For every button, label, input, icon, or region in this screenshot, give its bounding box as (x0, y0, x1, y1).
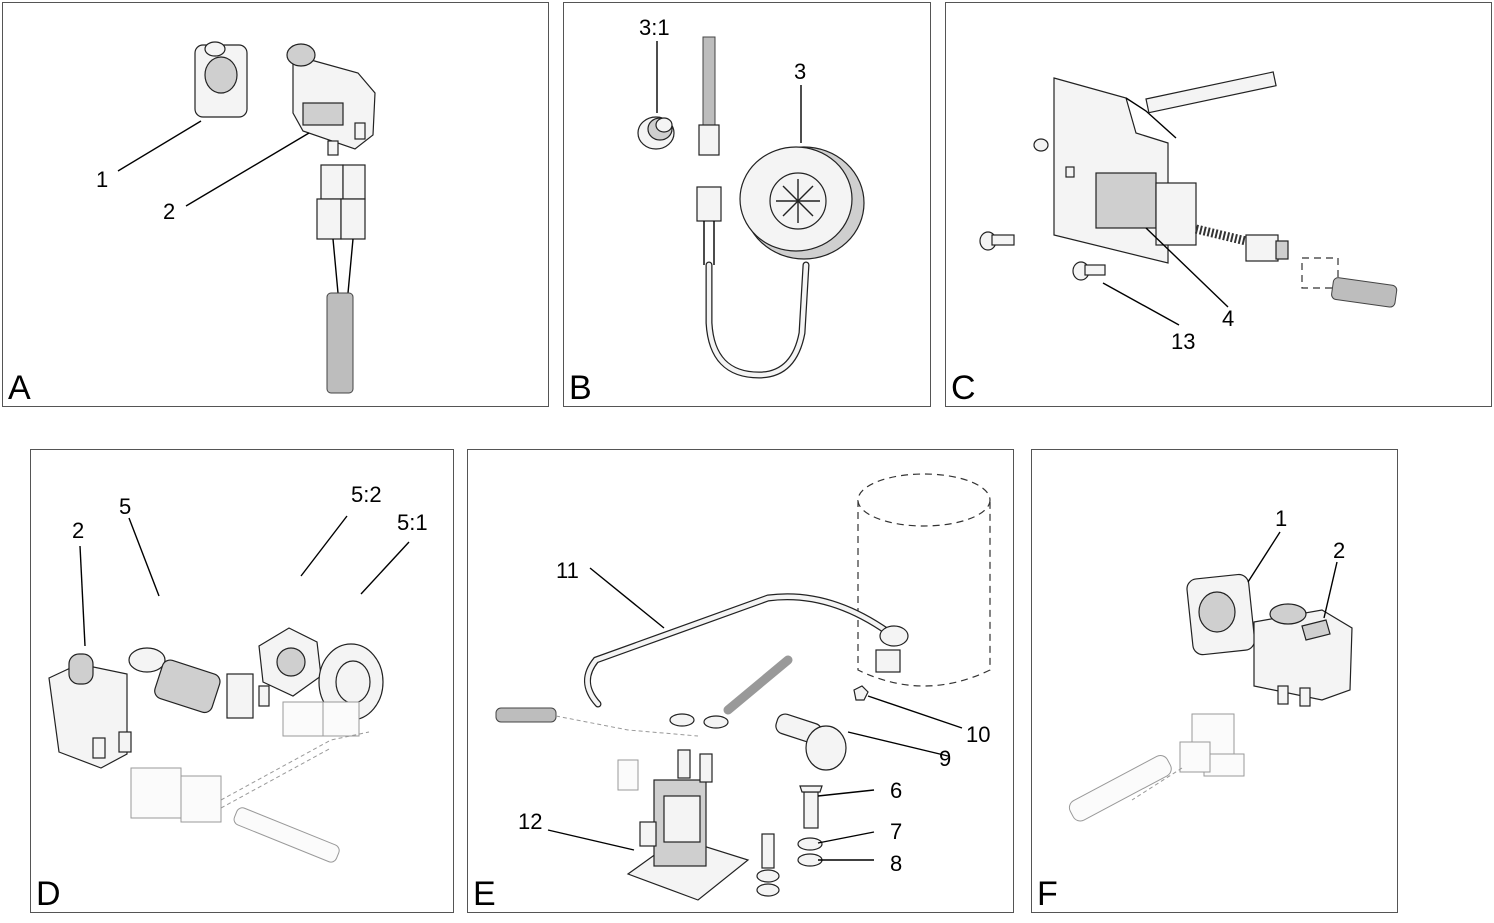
callout-3-1: 3:1 (639, 15, 670, 40)
tank-cylinder-part (857, 473, 991, 687)
spring-cap-part (637, 116, 675, 150)
rubber-boot-part (775, 685, 869, 771)
hex-nut-part (258, 627, 322, 697)
switch-body-part (1253, 603, 1353, 707)
push-switch-part (48, 653, 132, 769)
solenoid-relay-part (626, 749, 750, 901)
sensor-lead (696, 36, 722, 265)
callout-11: 11 (556, 558, 579, 583)
panel-letter: B (569, 369, 592, 407)
panel-letter: D (36, 875, 61, 913)
callout-10: 10 (966, 722, 990, 747)
hardware-stack (756, 785, 823, 897)
callout-2: 2 (72, 518, 84, 543)
panel-d: 2 5 5:2 5:1 D (30, 449, 454, 913)
panel-e-illustration: 11 10 9 6 7 8 12 (495, 473, 991, 901)
callout-1: 1 (96, 167, 108, 192)
panel-c-illustration: 4 13 (979, 71, 1398, 354)
callout-2: 2 (163, 199, 175, 224)
bezel-ring-part (1186, 573, 1256, 656)
callout-3: 3 (794, 59, 806, 84)
screws (979, 231, 1106, 281)
callout-13: 13 (1171, 329, 1195, 354)
ghost-connector-cable (1068, 713, 1245, 822)
panel-b: 3:1 3 B (563, 2, 931, 407)
actuator-part (1095, 172, 1398, 308)
panel-f: 1 2 F (1031, 449, 1398, 913)
callout-4: 4 (1222, 306, 1234, 331)
connector-cable (316, 164, 366, 394)
callout-6: 6 (890, 778, 902, 803)
callout-5-1: 5:1 (397, 510, 428, 535)
switch-body-part (286, 43, 376, 156)
panel-a: 1 2 A (2, 2, 549, 407)
callout-9: 9 (939, 746, 951, 771)
panel-letter: C (951, 369, 976, 407)
panel-f-illustration: 1 2 (1068, 506, 1353, 822)
callout-1: 1 (1275, 506, 1287, 531)
callout-5-2: 5:2 (351, 482, 382, 507)
panel-c: 4 13 C (945, 2, 1492, 407)
panel-letter: A (8, 369, 31, 407)
panel-d-illustration: 2 5 5:2 5:1 (48, 482, 428, 863)
bezel-ring-part (194, 41, 248, 118)
callout-7: 7 (890, 819, 902, 844)
lock-washer-part (318, 643, 384, 721)
buzzer-part (739, 146, 865, 260)
panel-e: 11 10 9 6 7 8 12 E (467, 449, 1014, 913)
panel-letter: E (473, 875, 496, 913)
cable-11 (584, 593, 909, 729)
ghost-connector-cable (130, 701, 370, 863)
panel-letter: F (1037, 875, 1058, 913)
callout-12: 12 (518, 809, 542, 834)
callout-5: 5 (119, 494, 131, 519)
mounting-bracket-part (1033, 71, 1277, 264)
key-switch-part (128, 647, 270, 719)
callout-8: 8 (890, 851, 902, 876)
panel-b-illustration: 3:1 3 (637, 15, 865, 379)
ghost-harness (495, 655, 793, 791)
callout-2: 2 (1333, 538, 1345, 563)
panel-a-illustration: 1 2 (96, 41, 376, 394)
